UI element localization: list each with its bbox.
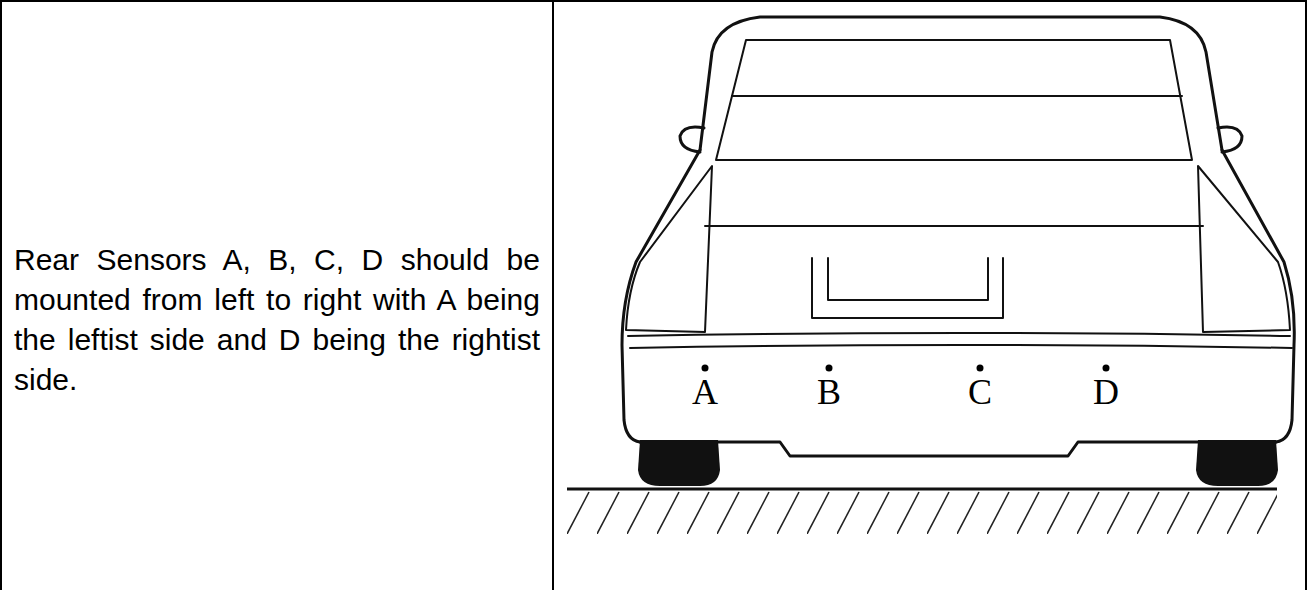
- sensor-label: D: [1093, 372, 1119, 412]
- wheel: [638, 440, 1278, 486]
- sensor-label: B: [817, 372, 841, 412]
- sensor-dot: [702, 365, 1110, 372]
- car-body: [622, 17, 1294, 456]
- sensor-label: C: [968, 372, 992, 412]
- ground-hatch: [567, 490, 1277, 534]
- instruction-text: Rear Sensors A, B, C, D should be mounte…: [14, 240, 540, 400]
- sensor-label: A: [692, 372, 718, 412]
